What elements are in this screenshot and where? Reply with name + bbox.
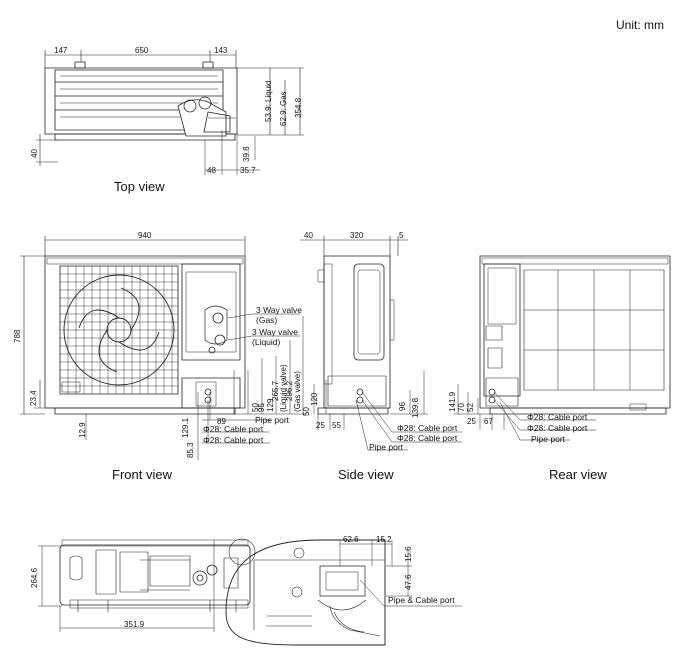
label-rear-cable-port-2: Φ28: Cable port [527, 423, 588, 433]
detail-view-drawing [226, 540, 462, 645]
label-3-way-valve-gas: 3 Way valve [256, 305, 302, 315]
dim-70: 70 [457, 403, 466, 412]
label-gas: (Gas) [256, 315, 278, 325]
dim-12-9: 12.9 [78, 422, 87, 438]
label-side-cable-port-2: Φ28: Cable port [397, 433, 458, 443]
dim-143: 143 [214, 46, 228, 55]
dim-264-6: 264.6 [30, 567, 39, 588]
dim-67: 67 [484, 417, 493, 426]
dim-25-rear: 25 [467, 417, 476, 426]
top-view-drawing [36, 50, 304, 175]
dim-48: 48 [207, 166, 216, 175]
base-view-drawing [38, 539, 255, 632]
label-front-pipe-port: Pipe port [255, 415, 290, 425]
dim-gas: 62.9: Gas [279, 91, 288, 126]
label-front-cable-port-1: Φ28: Cable port [203, 424, 264, 434]
caption-rear-view: Rear view [549, 467, 607, 482]
label-gas-valve: (Gas valve) [293, 371, 302, 412]
dim-15-2: 15.2 [376, 535, 392, 544]
dim-52: 52 [466, 403, 475, 412]
label-rear-cable-port-1: Φ28: Cable port [527, 412, 588, 422]
dim-50-side: 50 [302, 407, 311, 416]
dim-62-6: 62.6 [343, 535, 359, 544]
dim-129-1: 129.1 [181, 417, 190, 438]
dim-788: 788 [13, 329, 22, 343]
dim-35-7: 35.7 [240, 166, 256, 175]
dim-320: 320 [350, 231, 364, 240]
dim-23-4: 23.4 [29, 390, 38, 406]
front-view-drawing [20, 236, 306, 460]
dim-354-8: 354.8 [294, 97, 303, 118]
dim-940: 940 [138, 231, 152, 240]
label-liquid: (Liquid) [252, 337, 281, 347]
dim-141-9: 141.9 [448, 391, 457, 412]
dim-15-6: 15.6 [404, 546, 413, 562]
side-view-drawing [300, 236, 462, 450]
caption-side-view: Side view [338, 467, 394, 482]
dim-39-8: 39.8 [242, 146, 251, 162]
dim-147: 147 [54, 46, 68, 55]
label-rear-pipe-port: Pipe port [531, 434, 566, 444]
dim-40-top: 40 [30, 149, 39, 158]
dim-85-3: 85.3 [186, 442, 195, 458]
label-pipe-cable-port: Pipe & Cable port [388, 595, 455, 605]
dim-40-side: 40 [304, 231, 313, 240]
dim-liquid: 53.9: Liquid [264, 80, 273, 122]
label-side-cable-port-1: Φ28: Cable port [397, 423, 458, 433]
label-front-cable-port-2: Φ28: Cable port [203, 435, 264, 445]
dim-351-9: 351.9 [124, 620, 145, 629]
rear-view-drawing [454, 256, 670, 440]
dim-96: 96 [398, 402, 407, 411]
dim-95: 95 [257, 403, 266, 412]
caption-top-view: Top view [114, 179, 165, 194]
unit-label: Unit: mm [616, 18, 664, 32]
dim-650: 650 [135, 46, 149, 55]
dim-120: 120 [310, 392, 319, 406]
dim-25-side: 25 [316, 421, 325, 430]
label-3-way-valve-liquid: 3 Way valve [252, 327, 298, 337]
dim-139-8: 139.8 [411, 397, 420, 418]
dim-47-6: 47.6 [404, 574, 413, 590]
label-side-pipe-port: Pipe port [369, 442, 404, 452]
dim-55: 55 [332, 421, 341, 430]
dim-89: 89 [217, 417, 226, 426]
caption-front-view: Front view [112, 467, 172, 482]
dim-5: 5 [399, 231, 404, 240]
